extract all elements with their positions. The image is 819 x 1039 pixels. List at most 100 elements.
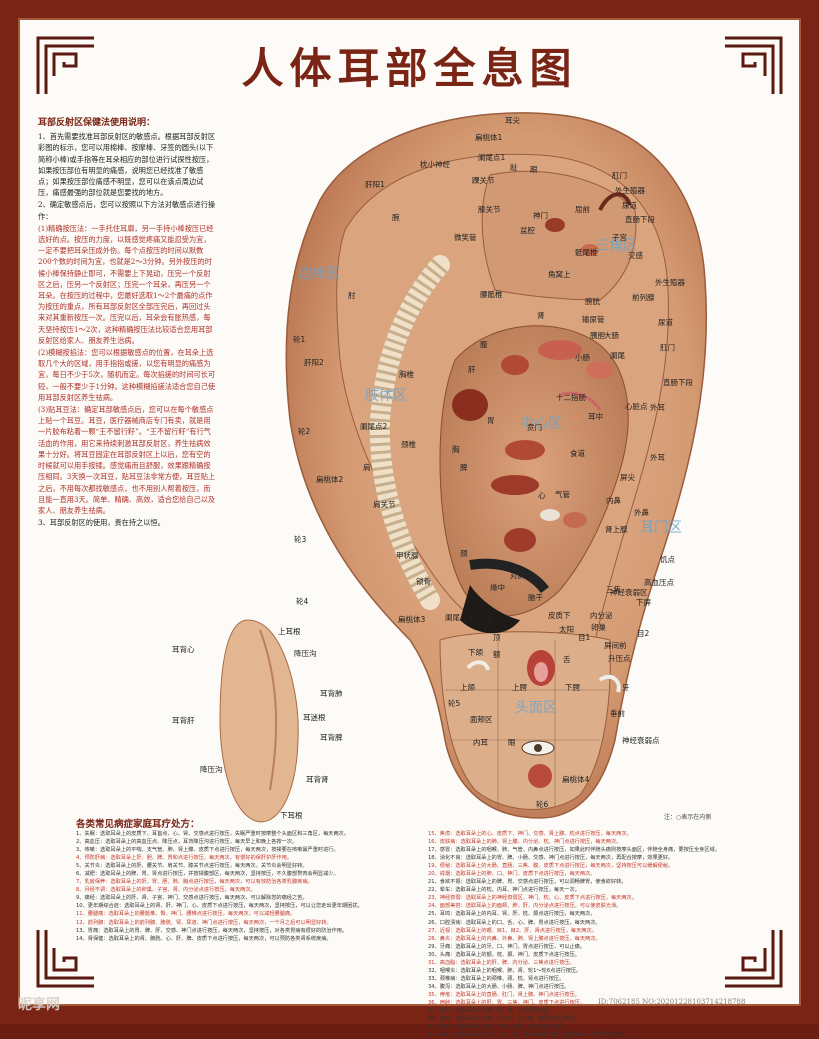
prescription-item: 11、腰腿痛：选取耳朵上的腰骶椎、臀、神门、腰椎点进行按压，每天两次，可以减轻腰… (76, 911, 296, 918)
ear-point-label: 皮质下 (548, 610, 571, 620)
watermark-logo: 昵享网 (18, 997, 60, 1013)
ear-point-label: 对屏尖 (510, 570, 533, 580)
prescription-item: 40、眩晕：选取耳朵上的内耳、枕、肾、神门点进行按压，坚持1个月，直至饮酒欲呕。 (428, 1032, 630, 1039)
ear-point-label: 轮3 (294, 534, 306, 544)
prescription-item: 25、耳鸣：选取耳朵上的内耳、肾、肝、枕、颞点进行按压，每天两次。 (428, 911, 596, 918)
ear-point-label: 肘 (348, 291, 356, 300)
prescription-item: 31、高血脂：选取耳朵上的肝、脾、内分泌、三焦点进行按压。 (428, 959, 575, 966)
ear-point-label: 膀胱 (585, 296, 600, 306)
ear-back-label: 耳背肝 (172, 715, 195, 725)
zone-label-limb: 肢体区 (365, 388, 407, 404)
ear-point-label: 趾 (510, 163, 518, 172)
ear-point-label: 脾 (460, 462, 468, 472)
prescriptions-title: 各类常见病症家庭耳疗处方： (76, 819, 200, 830)
ear-back-label: 耳迷根 (303, 712, 326, 722)
ear-back-label: 耳背肾 (306, 774, 329, 784)
spine-illustration (369, 255, 450, 610)
prescription-item: 7、乳房保养：选取耳朵上的肝、胃、胆、肺、胸点进行按压，每天两次，可以有效防治各… (76, 879, 313, 886)
ear-point-label: 阑尾点3 (445, 612, 472, 622)
ear-point-label: 肝阳2 (304, 358, 324, 367)
ear-point-label: 角窝上 (548, 269, 571, 279)
prescription-item: 39、咳嗽：选取耳朵上的肺、气管、神门、平喘点进行按压。 (428, 1024, 570, 1031)
prescription-item: 3、咳嗽：选取耳朵上的平喘、支气管、肺、肾上腺、皮质下点进行按压，每天两次，按揉… (76, 847, 339, 854)
ear-point-label: 上腭 (512, 683, 527, 692)
ear-point-label: 跟 (530, 165, 538, 174)
ear-point-label: 轮5 (448, 698, 460, 708)
ear-point-label: 胃 (487, 416, 495, 425)
prescription-item: 17、感冒：选取耳朵上的咽喉、肺、气管、内鼻点进行按压，如果此时伴随头痛则按摩头… (428, 847, 720, 854)
instructions-heading: 耳部反射区保健法使用说明： (38, 118, 156, 128)
ear-point-label: 面颊区 (470, 714, 493, 724)
watermark-id: ID:7062185 NO:20201228103714218788 (598, 998, 746, 1006)
ear-point-label: 扁桃体4 (562, 774, 589, 784)
ear-point-label: 肝 (468, 365, 476, 374)
ear-point-label: 盆腔 (520, 225, 535, 235)
ear-point-label: 胸椎 (399, 369, 414, 379)
prescriptions-right-column: 15、焦虑：选取耳朵上的心、皮质下、神门、交感、肾上腺、枕点进行按压，每天两次。… (428, 830, 768, 1039)
ear-point-label: 内耳 (473, 737, 488, 747)
prescription-item: 23、神经衰弱：选取耳朵上的神经衰弱区、神门、枕、心、皮质下点进行按压，每天两次… (428, 895, 637, 902)
earlobe-shape (439, 631, 611, 810)
triangular-fossa-shape (481, 170, 637, 301)
corner-ornament-icon (36, 36, 94, 94)
ear-point-label: 外耳 (650, 452, 665, 462)
instruction-paragraph: 1、首先需要找准耳部反射区的敏感点。根据耳部反射区彩图的标示，您可以用棉棒、按摩… (38, 132, 216, 198)
corner-ornament-icon (725, 930, 783, 988)
prescription-item: 30、头痛：选取耳朵上的额、枕、颞、神门、皮质下点进行按压。 (428, 951, 580, 958)
ear-point-label: 扁桃体2 (316, 474, 343, 484)
ear-point-label: 大肠 (604, 330, 619, 340)
ear-point-label: 饥点 (660, 554, 675, 564)
ear-point-label: 额 (493, 649, 501, 659)
ear-point-label: 神经衰弱点 (622, 735, 660, 745)
ear-point-label: 屏间前 (604, 640, 627, 650)
prescriptions-left-column: 1、失眠：选取耳朵上的皮质下、耳首点、心、肾、交感点进行按压，失眠严重时按摩整个… (76, 830, 416, 943)
prescription-item: 5、关节炎：选取耳朵上的肝、腰关节、肩关节、膝关节点进行按压，每天两次，关节炎会… (76, 863, 308, 870)
ear-point-label: 食道 (570, 448, 585, 458)
ear-point-label: 颈 (460, 549, 468, 558)
zone-label-triangle: 三角区 (595, 238, 637, 254)
ear-point-label: 下腭 (565, 683, 580, 692)
ear-point-label: 气管 (555, 489, 570, 499)
ear-point-label: 外生殖器 (655, 277, 685, 287)
ear-point-label: 枕 (487, 614, 495, 624)
ear-point-label: 轮1 (293, 334, 305, 344)
ear-back-label: 降压沟 (200, 764, 223, 774)
hair-illustration (460, 585, 520, 634)
ear-point-label: 阑尾点1 (478, 152, 505, 162)
ear-point-label: 外鼻 (634, 507, 649, 517)
ear-point-label: 心 (538, 491, 546, 500)
prescription-item: 15、焦虑：选取耳朵上的心、皮质下、神门、交感、肾上腺、枕点进行按压，每天两次。 (428, 831, 632, 837)
instruction-paragraph: (3)贴耳豆法：确定耳部敏感点后，您可以在每个敏感点上贴一个耳豆。耳豆，医疗器械… (38, 405, 216, 515)
ear-point-label: 交感 (628, 250, 643, 260)
ear-point-label: 颈椎 (401, 439, 416, 449)
ear-back-shape (219, 619, 299, 823)
face-illustrations (466, 650, 621, 788)
prescription-item: 20、戒烟：选取耳朵上的肺、口、神门、皮质下点进行按压，每天两次。 (428, 871, 596, 878)
prescription-item: 6、减肥：选取耳朵上的脾、胃、肾点进行按压，并按揉腹部区，每天两次，坚持按压，不… (76, 871, 339, 878)
corner-ornament-icon (725, 36, 783, 94)
zone-label-edge: 边缘区 (298, 266, 340, 282)
prescription-item: 33、颈椎病：选取耳朵上的颈椎、颈、枕、肾点进行按压。 (428, 975, 565, 982)
note-text: 注：○表示在内侧 (664, 814, 712, 821)
ear-point-label: 屏尖 (620, 472, 635, 482)
prescription-item: 13、胃痛：选取耳朵上的胃、脾、肝、交感、神门点进行按压，每天两次，坚持按压，对… (76, 927, 348, 934)
prescription-item: 4、预防肝病：选取耳朵上肝、胆、脾、胃和点进行按压，每天两次，有很好的保肝护肝作… (76, 855, 292, 862)
prescription-item: 1、失眠：选取耳朵上的皮质下、耳首点、心、肾、交感点进行按压，失眠严重时按摩整个… (76, 831, 350, 837)
ear-point-labels: 耳尖扁桃体1枕小神经阑尾点1趾跟踝关节肝阳1肛门外生殖器膝关节腕神门屈前尿道盆腔… (293, 115, 693, 809)
ear-point-label: 贲门 (527, 422, 542, 432)
ear-point-label: 肾 (537, 311, 545, 320)
ear-point-label: 舌 (563, 654, 571, 664)
ear-back-labels: 上耳根降压沟耳背心耳背肺耳背肝耳迷根耳背脾降压沟耳背肾下耳根 (172, 626, 343, 820)
ear-point-label: 扁桃体3 (398, 614, 425, 624)
instruction-paragraph: 3、耳部反射区的使用，贵在持之以恒。 (38, 518, 165, 528)
ear-point-label: 胰胆 (590, 330, 605, 340)
ear-point-label: 屈前 (575, 204, 590, 214)
ear-point-label: 卵巢 (591, 622, 606, 632)
ear-point-label: 内分泌 (590, 610, 613, 620)
ear-point-label: 甲状腺 (396, 550, 419, 560)
ear-back-label: 耳背脾 (320, 732, 343, 742)
ear-point-label: 肛门 (660, 343, 675, 352)
ear-point-label: 阑尾点2 (360, 421, 387, 431)
ear-point-label: 腕 (392, 212, 400, 222)
ear-point-label: 眼 (508, 738, 516, 747)
